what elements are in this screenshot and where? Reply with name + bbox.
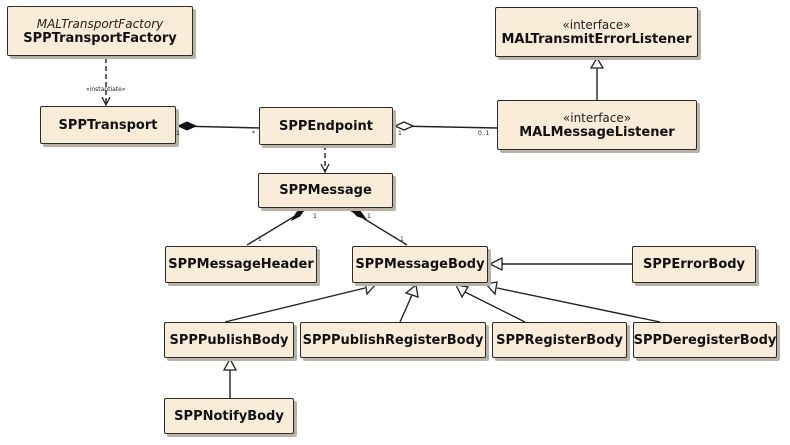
class-spp-message[interactable]: SPPMessage	[258, 173, 393, 208]
class-name: SPPPublishBody	[169, 332, 289, 348]
class-stereotype: «interface»	[562, 110, 632, 125]
class-spp-endpoint[interactable]: SPPEndpoint	[259, 107, 393, 145]
class-name: MALTransmitErrorListener	[501, 31, 692, 47]
class-spp-message-body[interactable]: SPPMessageBody	[352, 246, 488, 283]
class-stereotype: «interface»	[562, 17, 631, 32]
class-name: SPPTransportFactory	[23, 30, 177, 46]
class-spp-transport-factory[interactable]: MALTransportFactory SPPTransportFactory	[7, 6, 193, 56]
class-spp-deregister-body[interactable]: SPPDeregisterBody	[633, 322, 777, 358]
multiplicity-label: 0..1	[478, 130, 490, 137]
generalization-triangle	[484, 281, 498, 296]
composition-diamond	[176, 121, 198, 131]
multiplicity-label: 1	[398, 130, 402, 137]
generalization-triangle	[404, 283, 419, 298]
multiplicity-label: 1	[367, 213, 371, 220]
class-spp-register-body[interactable]: SPPRegisterBody	[492, 322, 627, 358]
multiplicity-label: *	[252, 130, 255, 137]
generalization-triangle	[454, 284, 470, 299]
registerbody-generalization	[464, 291, 526, 323]
class-name: SPPErrorBody	[642, 257, 746, 272]
composition-diamond	[348, 207, 368, 220]
multiplicity-label: 1	[313, 213, 317, 220]
generalization-triangle	[488, 256, 503, 272]
multiplicity-label: 1	[400, 236, 404, 243]
class-mal-message-listener[interactable]: «interface» MALMessageListener	[497, 100, 697, 150]
class-name: SPPMessage	[279, 183, 372, 198]
multiplicity-label: 1	[258, 236, 262, 243]
class-spp-notify-body[interactable]: SPPNotifyBody	[164, 398, 294, 434]
deregisterbody-generalization	[496, 287, 661, 323]
class-name: SPPTransport	[58, 117, 158, 133]
composition-diamond	[290, 206, 307, 222]
class-name: SPPPublishRegisterBody	[302, 332, 484, 348]
class-name: MALMessageListener	[519, 124, 675, 140]
class-spp-publish-register-body[interactable]: SPPPublishRegisterBody	[300, 322, 486, 358]
class-name: SPPMessageBody	[355, 257, 485, 272]
multiplicity-label: 1	[176, 130, 180, 137]
aggregation-diamond	[393, 121, 415, 131]
class-name: SPPMessageHeader	[168, 257, 314, 272]
class-name: SPPRegisterBody	[496, 332, 623, 348]
generalization-triangle	[589, 56, 605, 69]
class-spp-message-header[interactable]: SPPMessageHeader	[165, 246, 317, 283]
publishregisterbody-generalization	[399, 294, 413, 323]
class-spp-error-body[interactable]: SPPErrorBody	[632, 246, 756, 283]
class-name: SPPDeregisterBody	[633, 332, 777, 348]
class-spp-publish-body[interactable]: SPPPublishBody	[164, 322, 294, 358]
class-spp-transport[interactable]: SPPTransport	[40, 106, 176, 144]
instantiate-label: «instantiate»	[86, 86, 126, 93]
class-name: SPPNotifyBody	[174, 408, 284, 424]
generalization-triangle	[222, 357, 238, 371]
class-mal-transmit-error-listener[interactable]: «interface» MALTransmitErrorListener	[495, 7, 698, 57]
class-stereotype: MALTransportFactory	[36, 16, 164, 31]
class-name: SPPEndpoint	[278, 118, 374, 134]
publishbody-generalization	[224, 287, 366, 323]
